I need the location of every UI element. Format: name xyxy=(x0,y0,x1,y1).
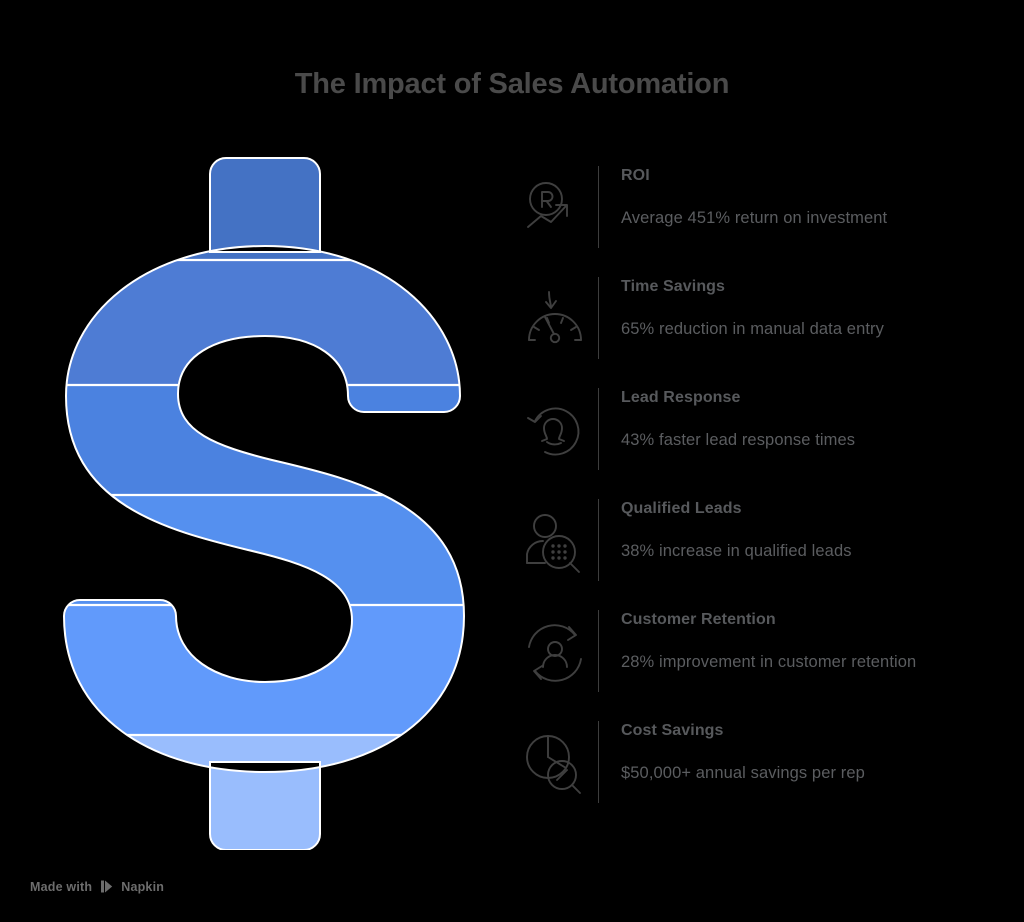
dollar-band-4 xyxy=(64,495,464,605)
dollar-band-5 xyxy=(64,605,464,735)
list-item-description: 38% increase in qualified leads xyxy=(621,542,852,560)
dollar-sign-svg xyxy=(62,157,466,850)
list-item: ROI Average 451% return on investment xyxy=(512,162,982,273)
row-divider xyxy=(598,166,599,248)
person-refresh-icon xyxy=(512,384,598,470)
list-item-description: 28% improvement in customer retention xyxy=(621,653,917,671)
list-item-title: ROI xyxy=(621,167,650,184)
dollar-sign-graphic xyxy=(40,150,490,850)
list-item: Cost Savings $50,000+ annual savings per… xyxy=(512,717,982,828)
list-item-description: 65% reduction in manual data entry xyxy=(621,320,884,338)
page-title: The Impact of Sales Automation xyxy=(294,68,730,100)
list-item-description: Average 451% return on investment xyxy=(621,209,888,227)
list-item-description: 43% faster lead response times xyxy=(621,431,856,449)
list-item-title: Qualified Leads xyxy=(621,500,742,517)
row-text: Customer Retention 28% improvement in cu… xyxy=(599,606,982,674)
dollar-band-2 xyxy=(64,260,464,385)
list-item: Lead Response 43% faster lead response t… xyxy=(512,384,982,495)
stats-list: ROI Average 451% return on investment xyxy=(512,162,982,828)
dollar-band-3 xyxy=(64,385,464,495)
napkin-brand-label: Napkin xyxy=(121,879,165,894)
row-text: Lead Response 43% faster lead response t… xyxy=(599,384,982,452)
dollar-band-1 xyxy=(64,158,464,260)
list-item-title: Cost Savings xyxy=(621,722,724,739)
row-divider xyxy=(598,388,599,470)
dollar-outline xyxy=(62,157,466,850)
row-text: Qualified Leads 38% increase in qualifie… xyxy=(599,495,982,563)
person-cycle-icon xyxy=(512,606,598,692)
row-text: ROI Average 451% return on investment xyxy=(599,162,982,230)
list-item: Customer Retention 28% improvement in cu… xyxy=(512,606,982,717)
list-item: Qualified Leads 38% increase in qualifie… xyxy=(512,495,982,606)
person-magnifier-icon xyxy=(512,495,598,581)
list-item-description: $50,000+ annual savings per rep xyxy=(621,764,865,782)
list-item-title: Customer Retention xyxy=(621,611,776,628)
pie-chart-magnifier-icon xyxy=(512,717,598,803)
row-divider xyxy=(598,277,599,359)
dollar-bands-group xyxy=(64,158,464,850)
row-divider xyxy=(598,610,599,692)
dollar-band-6 xyxy=(64,735,464,850)
row-divider xyxy=(598,499,599,581)
made-with-napkin-watermark[interactable]: Made with Napkin xyxy=(30,879,164,894)
row-text: Cost Savings $50,000+ annual savings per… xyxy=(599,717,982,785)
made-with-label: Made with xyxy=(30,879,93,894)
roi-circle-arrow-icon xyxy=(512,162,598,248)
row-text: Time Savings 65% reduction in manual dat… xyxy=(599,273,982,341)
list-item-title: Time Savings xyxy=(621,278,726,295)
napkin-logo-icon xyxy=(99,879,114,894)
list-item-title: Lead Response xyxy=(621,389,741,406)
row-divider xyxy=(598,721,599,803)
gauge-speedometer-icon xyxy=(512,273,598,359)
list-item: Time Savings 65% reduction in manual dat… xyxy=(512,273,982,384)
